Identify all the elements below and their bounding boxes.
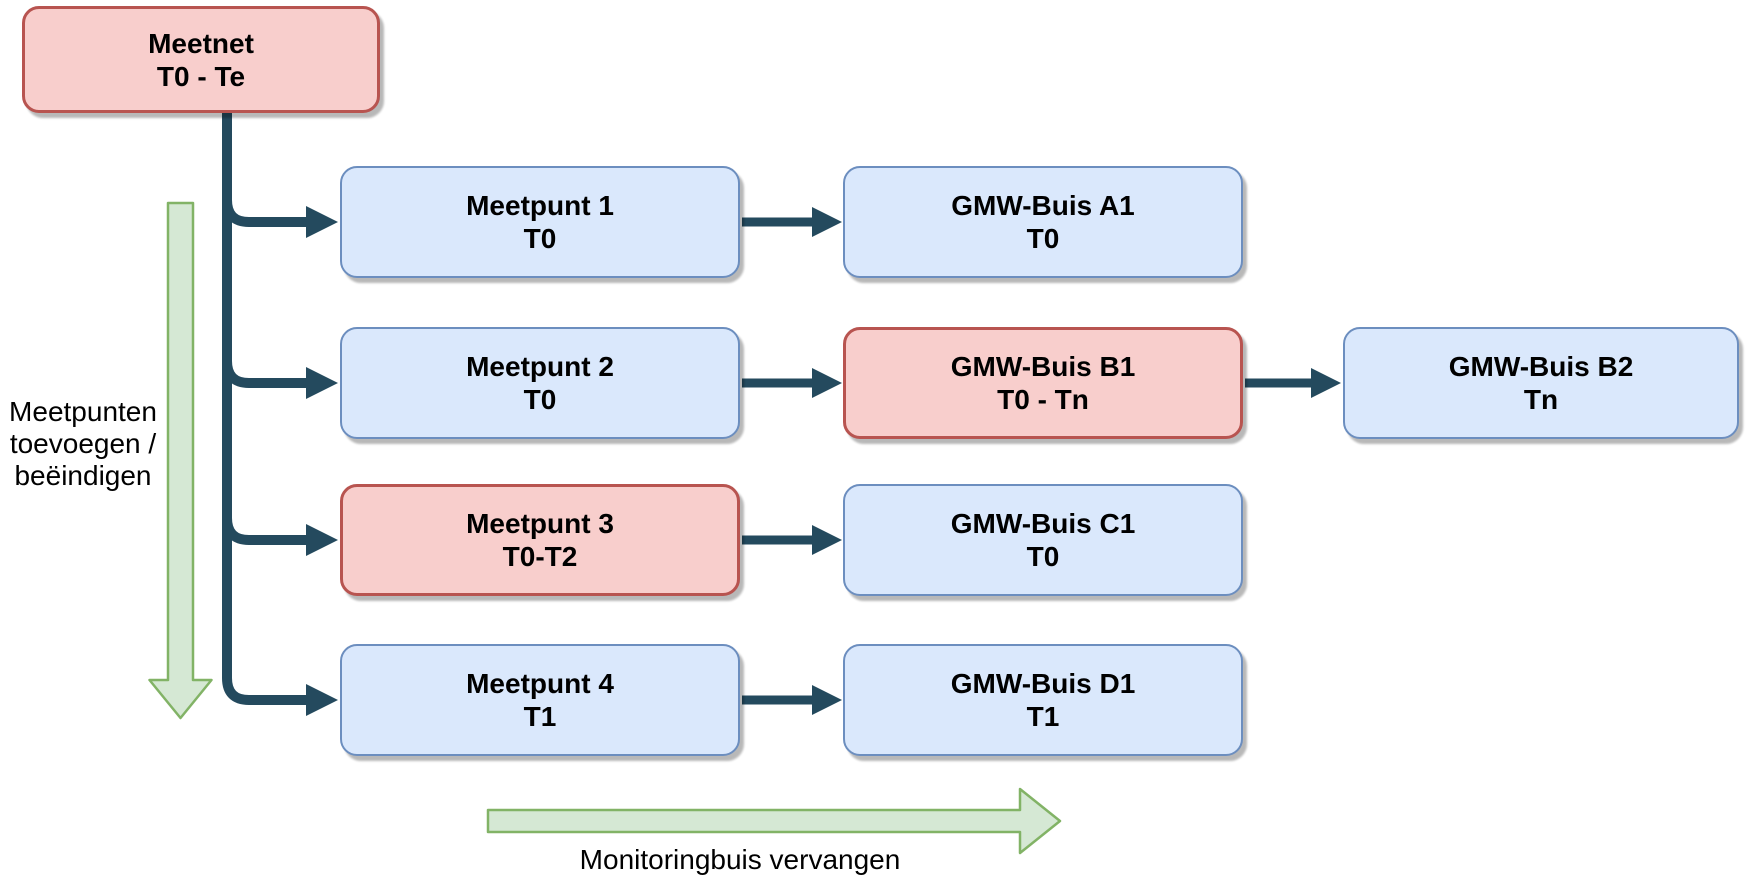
- arrowhead-right-icon: [306, 524, 338, 556]
- node-meetpunt-3: Meetpunt 3 T0-T2: [340, 484, 740, 596]
- node-meetpunt-4: Meetpunt 4 T1: [340, 644, 740, 756]
- connector-meetpunt3-gmw-c1: [742, 525, 842, 555]
- connector-gmw-b1-gmw-b2: [1245, 368, 1341, 398]
- node-title: GMW-Buis B2: [1448, 351, 1634, 382]
- connector-meetpunt1-gmw-a1: [742, 207, 842, 237]
- node-meetpunt-1: Meetpunt 1 T0: [340, 166, 740, 278]
- connector-meetnet-meetpunt1: [222, 113, 338, 238]
- arrowhead-right-icon: [306, 684, 338, 716]
- node-subtitle: T0: [523, 384, 557, 415]
- bottom-arrow-caption: Monitoringbuis vervangen: [579, 844, 901, 875]
- node-gmw-buis-b1: GMW-Buis B1 T0 - Tn: [843, 327, 1243, 439]
- arrowhead-right-icon: [306, 367, 338, 399]
- node-title: GMW-Buis D1: [950, 668, 1136, 699]
- caption-line: Meetpunten: [9, 396, 157, 427]
- connector-meetpunt2-gmw-b1: [742, 368, 842, 398]
- node-gmw-buis-d1: GMW-Buis D1 T1: [843, 644, 1243, 756]
- node-title: GMW-Buis C1: [950, 508, 1136, 539]
- node-gmw-buis-b2: GMW-Buis B2 Tn: [1343, 327, 1739, 439]
- node-meetnet: Meetnet T0 - Te: [22, 6, 380, 113]
- caption-line: toevoegen /: [9, 428, 157, 459]
- node-title: Meetnet: [148, 27, 254, 59]
- node-title: GMW-Buis A1: [951, 190, 1135, 221]
- node-meetpunt-2: Meetpunt 2 T0: [340, 327, 740, 439]
- arrowhead-right-icon: [1311, 368, 1341, 398]
- node-subtitle: T1: [1026, 701, 1060, 732]
- node-subtitle: T0: [1026, 541, 1060, 572]
- arrowhead-right-icon: [812, 368, 842, 398]
- caption-line: beëindigen: [14, 460, 152, 491]
- node-title: Meetpunt 4: [466, 668, 614, 699]
- node-title: Meetpunt 2: [466, 351, 614, 382]
- node-subtitle: T0: [523, 223, 557, 254]
- node-gmw-buis-c1: GMW-Buis C1 T0: [843, 484, 1243, 596]
- arrowhead-right-icon: [306, 206, 338, 238]
- node-subtitle: T1: [523, 701, 557, 732]
- node-title: Meetpunt 1: [466, 190, 614, 221]
- connector-meetpunt4-gmw-d1: [742, 685, 842, 715]
- node-subtitle: T0 - Tn: [997, 384, 1089, 415]
- node-subtitle: T0 - Te: [156, 60, 246, 92]
- node-gmw-buis-a1: GMW-Buis A1 T0: [843, 166, 1243, 278]
- connector-meetnet-meetpunt4: [222, 113, 338, 716]
- connector-meetnet-meetpunt2: [222, 113, 338, 399]
- connector-meetnet-meetpunt3: [222, 113, 338, 556]
- node-subtitle: T0: [1026, 223, 1060, 254]
- node-subtitle: Tn: [1523, 384, 1559, 415]
- arrowhead-right-icon: [812, 207, 842, 237]
- node-title: Meetpunt 3: [466, 508, 614, 539]
- down-arrow-icon: [148, 201, 213, 720]
- right-arrow-icon: [486, 787, 1062, 855]
- arrowhead-right-icon: [812, 685, 842, 715]
- node-title: GMW-Buis B1: [950, 351, 1136, 382]
- left-arrow-caption: Meetpunten toevoegen / beëindigen: [0, 396, 166, 492]
- arrowhead-right-icon: [812, 525, 842, 555]
- node-subtitle: T0-T2: [502, 541, 578, 572]
